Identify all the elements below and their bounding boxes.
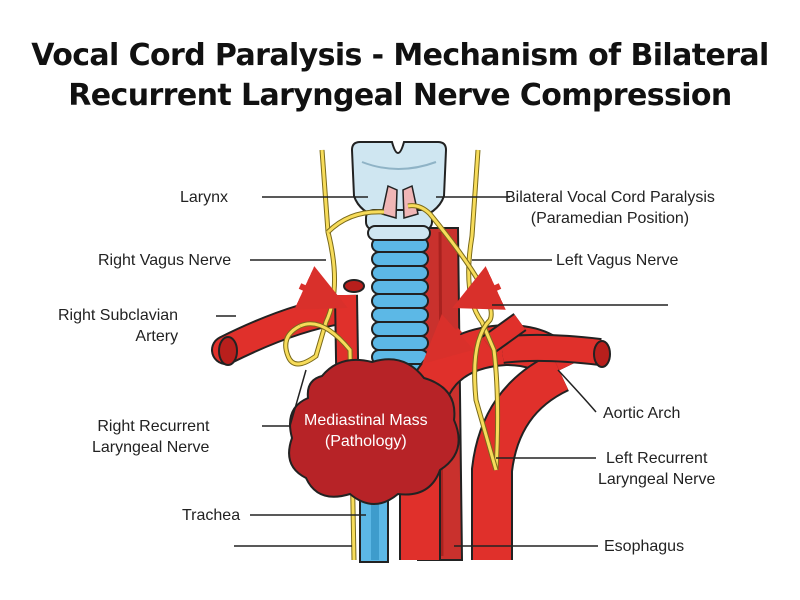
label-right-vagus-nerve: Right Vagus Nerve [98, 252, 232, 269]
label-vocal-cord-line-2: (Paramedian Position) [530, 210, 690, 227]
title-line-2: Recurrent Laryngeal Nerve Compression [68, 78, 732, 113]
arrow-right-icon [294, 266, 348, 310]
label-left-vagus-nerve: Left Vagus Nerve [556, 252, 679, 269]
arrow-left-icon [452, 266, 506, 310]
larynx [350, 141, 448, 241]
label-left-rln-line-1: Left Recurrent [606, 450, 708, 467]
compression-arrows [294, 266, 506, 365]
mediastinal-mass [288, 358, 460, 505]
title-line-1: Vocal Cord Paralysis - Mechanism of Bila… [31, 38, 769, 73]
label-right-rln-line-2: Laryngeal Nerve [92, 439, 210, 456]
label-mass-line-2: (Pathology) [324, 433, 407, 450]
leader-lines [216, 196, 668, 547]
label-right-subclavian-line-2: Artery [135, 328, 179, 345]
label-right-recurrent-laryngeal-nerve: Right Recurrent Laryngeal Nerve [92, 416, 209, 458]
label-vocal-cord-line-1: Bilateral Vocal Cord Paralysis [505, 189, 715, 206]
trachea-rings [371, 237, 429, 379]
label-left-recurrent-laryngeal-nerve: Left Recurrent Laryngeal Nerve [598, 448, 715, 490]
label-esophagus: Esophagus [604, 538, 685, 555]
label-right-rln-line-1: Right Recurrent [97, 418, 210, 435]
label-mediastinal-mass: Mediastinal Mass (Pathology) [304, 410, 428, 452]
vocal-cords [381, 184, 419, 219]
label-right-subclavian-artery: Right Subclavian Artery [58, 305, 178, 347]
label-vocal-cord-paralysis: Bilateral Vocal Cord Paralysis (Paramedi… [505, 187, 715, 229]
label-right-subclavian-line-1: Right Subclavian [58, 307, 179, 324]
arrow-down-left-icon [422, 314, 474, 365]
label-aortic-arch: Aortic Arch [603, 405, 681, 422]
label-mass-line-1: Mediastinal Mass [304, 412, 428, 429]
label-left-rln-line-2: Laryngeal Nerve [598, 471, 716, 488]
label-larynx: Larynx [180, 189, 229, 206]
page-title: Vocal Cord Paralysis - Mechanism of Bila… [0, 36, 800, 116]
label-trachea: Trachea [182, 507, 241, 524]
